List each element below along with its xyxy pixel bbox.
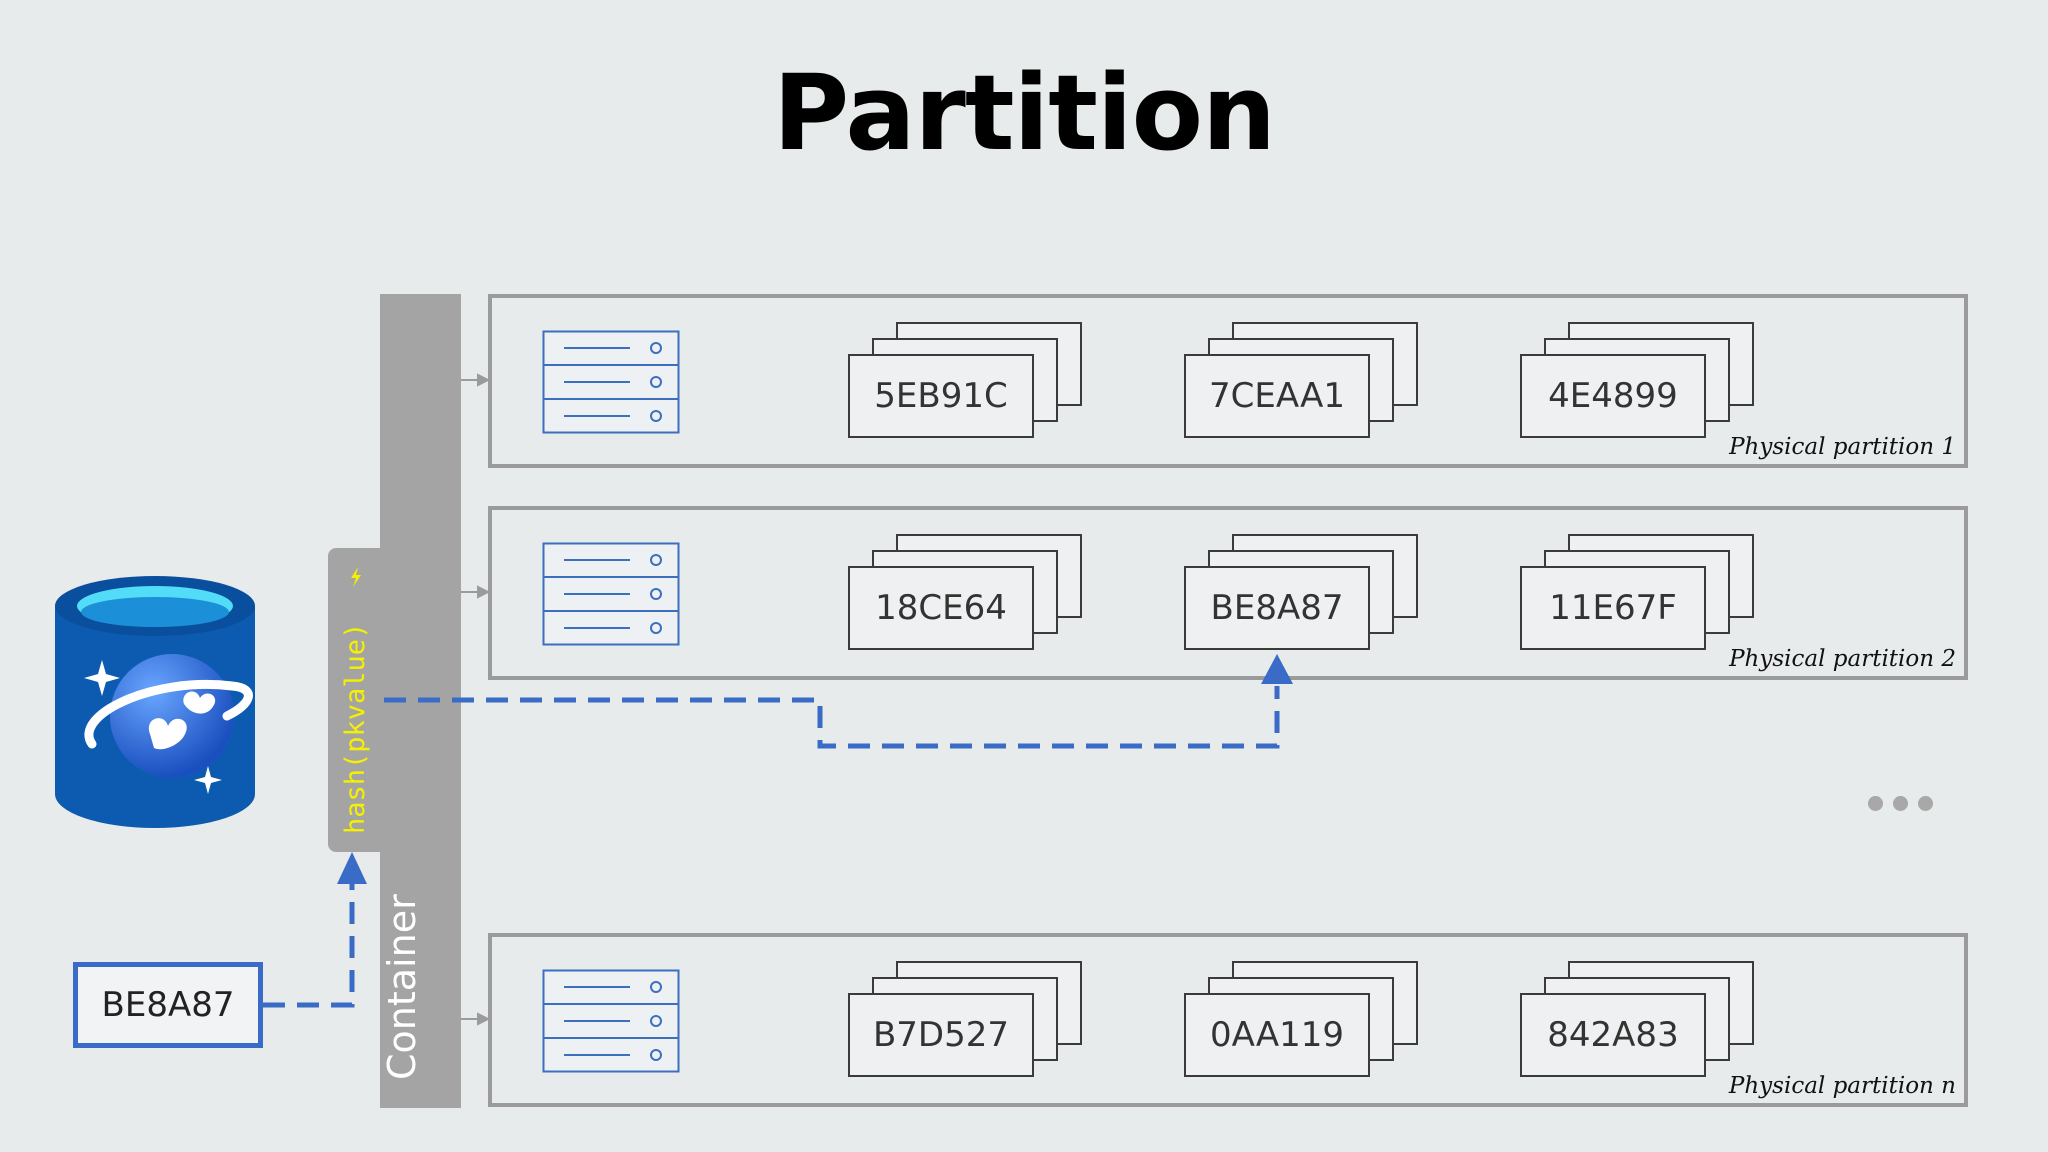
hash-function-box	[328, 548, 384, 852]
partition-label: Physical partition 1	[1729, 434, 1956, 460]
logical-partition: 11E67F	[1520, 534, 1756, 654]
physical-partition-n: B7D527 0AA119 842A83 Physical partition …	[488, 933, 1968, 1107]
page-title: Partition	[772, 52, 1276, 174]
container-connector	[461, 373, 491, 1026]
physical-partition-2: 18CE64 BE8A87 11E67F Physical partition …	[488, 506, 1968, 680]
partition-key-label: 18CE64	[848, 566, 1034, 650]
partition-key-label: 4E4899	[1520, 354, 1706, 438]
server-icon	[542, 969, 680, 1073]
logical-partition: 7CEAA1	[1184, 322, 1420, 442]
logical-partition: BE8A87	[1184, 534, 1420, 654]
logical-partition: 0AA119	[1184, 961, 1420, 1081]
physical-partition-1: 5EB91C 7CEAA1 4E4899 Physical partition …	[488, 294, 1968, 468]
partition-key-label: BE8A87	[1184, 566, 1370, 650]
partition-key-label: 11E67F	[1520, 566, 1706, 650]
hash-to-partition-arrow	[384, 654, 1293, 749]
logical-partition: 4E4899	[1520, 322, 1756, 442]
partition-key-label: 842A83	[1520, 993, 1706, 1077]
key-to-hash-arrow	[263, 852, 367, 1008]
server-icon	[542, 330, 680, 434]
lightning-icon	[351, 567, 361, 587]
partition-key-label: 5EB91C	[848, 354, 1034, 438]
logical-partition: 842A83	[1520, 961, 1756, 1081]
logical-partition: B7D527	[848, 961, 1084, 1081]
partition-key-label: 0AA119	[1184, 993, 1370, 1077]
database-icon	[55, 576, 255, 828]
partition-key-label: 7CEAA1	[1184, 354, 1370, 438]
logical-partition: 5EB91C	[848, 322, 1084, 442]
server-icon	[542, 542, 680, 646]
partition-key-label: B7D527	[848, 993, 1034, 1077]
ellipsis-icon	[1868, 796, 1943, 815]
logical-partition: 18CE64	[848, 534, 1084, 654]
partition-label: Physical partition 2	[1729, 646, 1956, 672]
incoming-key-box: BE8A87	[73, 962, 263, 1048]
partition-label: Physical partition n	[1728, 1073, 1956, 1099]
